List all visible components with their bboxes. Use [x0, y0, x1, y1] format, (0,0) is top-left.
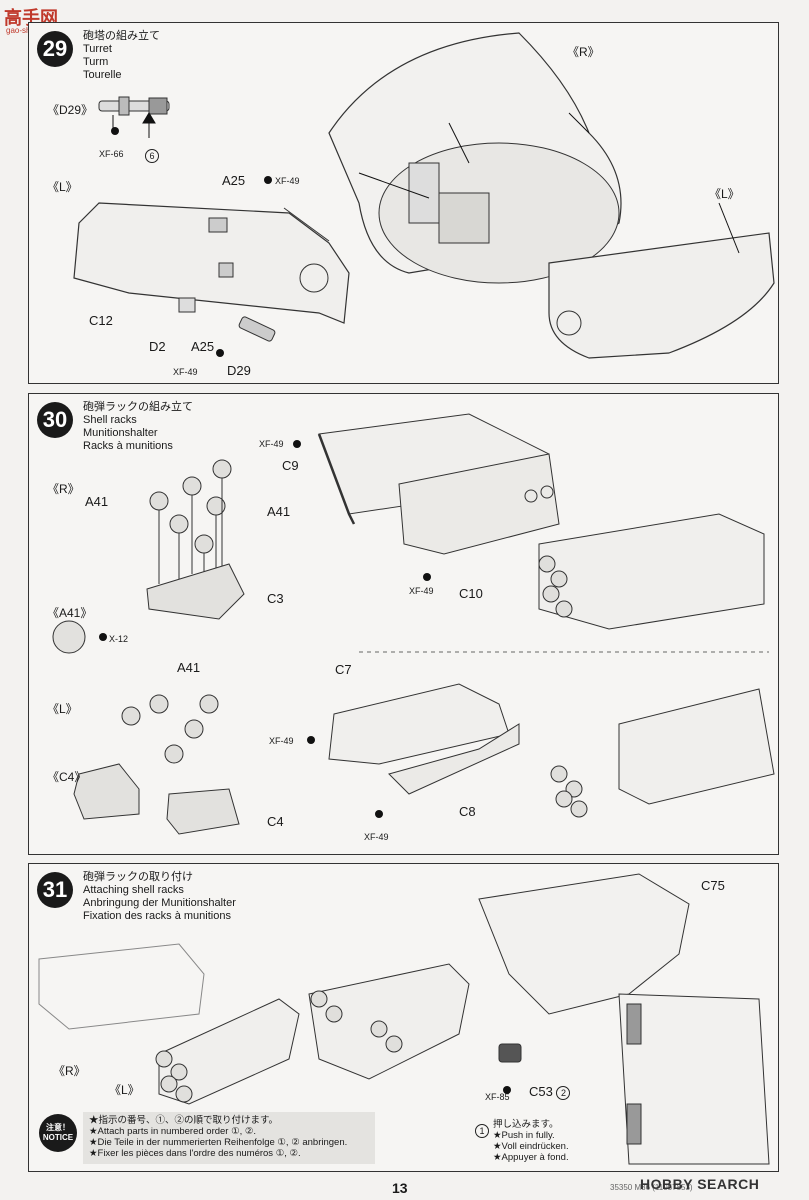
c4-part: [166, 788, 240, 835]
title-en: Turret: [83, 43, 112, 55]
rack-pair: [308, 963, 470, 1080]
watermark: HOBBY SEARCH: [640, 1176, 760, 1192]
title-fr: Fixation des racks à munitions: [83, 910, 231, 922]
d29-label: D29: [227, 363, 251, 378]
side-panel: [618, 993, 770, 1165]
c8-label: C8: [459, 804, 476, 819]
shell-rack-drawing: [52, 413, 775, 835]
step-titles: 砲弾ラックの組み立て Shell racks Munitionshalter R…: [83, 401, 193, 453]
c9-label: C9: [282, 458, 299, 473]
circled-six: 6: [145, 149, 159, 163]
a41-right-label: A41: [267, 504, 291, 519]
c4-tag: 《C4》: [47, 770, 87, 784]
title-de: Munitionshalter: [83, 427, 158, 439]
d29-part-placed: [238, 316, 276, 342]
xf49-top-label: XF-49: [275, 176, 300, 186]
a25-part-top: [208, 217, 228, 233]
notice-badge: 注意！ NOTICE: [39, 1114, 77, 1152]
xf49-c9-label: XF-49: [259, 439, 284, 449]
d2-label: D2: [149, 339, 166, 354]
xf85-label: XF-85: [485, 1092, 510, 1102]
a41-caps-upper: [149, 459, 232, 554]
c53-part: [498, 1043, 522, 1063]
step-29-panel: 29 砲塔の組み立て Turret Turm Tourelle: [28, 22, 779, 384]
paint-arrows-d29: [112, 112, 156, 138]
a25-bottom-label: A25: [191, 339, 215, 354]
c4-detail: [73, 763, 140, 820]
c4-label: C4: [267, 814, 284, 829]
c53-label: C53 2: [529, 1084, 571, 1100]
a25-top-label: A25: [222, 173, 246, 188]
step-titles: 砲弾ラックの取り付け Attaching shell racks Anbring…: [83, 871, 236, 923]
step-number-badge: 29: [37, 31, 73, 67]
title-en: Shell racks: [83, 414, 137, 426]
title-de: Turm: [83, 56, 109, 68]
r-tag: 《R》: [53, 1064, 86, 1078]
assembled-rack-lower: [618, 688, 775, 805]
c8-part: [388, 723, 520, 795]
push-instructions: 押し込みます。 ★Push in fully. ★Voll eindrücken…: [493, 1119, 569, 1163]
turret-side-left: [73, 202, 350, 324]
title-fr: Tourelle: [83, 69, 122, 81]
xf49-c8-label: XF-49: [364, 832, 389, 842]
title-de: Anbringung der Munitionshalter: [83, 897, 236, 909]
title-jp: 砲塔の組み立て: [83, 30, 160, 42]
page-number: 13: [392, 1180, 408, 1196]
l-tag: 《L》: [109, 1083, 140, 1097]
title-en: Attaching shell racks: [83, 884, 184, 896]
l-tag-right: 《L》: [709, 187, 740, 201]
d29-rod-part: [98, 96, 170, 116]
a41-detail-cap: [52, 620, 86, 654]
paint-dots-30: [99, 440, 431, 818]
a41-caps-lower: [121, 694, 219, 764]
r-tag: 《R》: [567, 45, 600, 59]
c12-label: C12: [89, 313, 113, 328]
xf49-c10-label: XF-49: [409, 586, 434, 596]
a41-left-label: A41: [85, 494, 109, 509]
rack-r-ghost: [38, 943, 205, 1030]
turret-side-right: [548, 232, 775, 359]
title-jp: 砲弾ラックの取り付け: [83, 871, 193, 883]
xf49-bottom-label: XF-49: [173, 367, 198, 377]
xf66-label: XF-66: [99, 149, 124, 159]
l-tag: 《L》: [47, 702, 78, 716]
step-30-panel: 30 砲弾ラックの組み立て Shell racks Munitionshalte…: [28, 393, 779, 855]
c10-label: C10: [459, 586, 483, 601]
l-tag-left: 《L》: [47, 180, 78, 194]
x12-label: X-12: [109, 634, 129, 644]
paint-dots-31: [503, 1086, 511, 1094]
assembly-arrows-29: [358, 112, 740, 254]
a41-lower-label: A41: [177, 660, 201, 675]
assembled-rack-upper: [538, 513, 765, 630]
rack-l: [158, 998, 300, 1105]
d29-tag: 《D29》: [47, 103, 94, 117]
step-one-marker: 1: [475, 1122, 489, 1138]
c3-part: [146, 563, 245, 620]
c10-part: [398, 453, 560, 555]
a41-tag: 《A41》: [47, 606, 93, 620]
title-fr: Racks à munitions: [83, 440, 173, 452]
attach-racks-drawing: [38, 873, 770, 1165]
step-number-badge: 31: [37, 872, 73, 908]
a25-part-bottom: [218, 262, 234, 278]
c7-label: C7: [335, 662, 352, 677]
c75-sponson: [478, 873, 690, 1015]
step-31-panel: 31 砲弾ラックの取り付け Attaching shell racks Anbr…: [28, 863, 779, 1172]
notice-box: ★指示の番号、①、②の順で取り付けます。 ★Attach parts in nu…: [83, 1112, 375, 1164]
title-jp: 砲弾ラックの組み立て: [83, 401, 193, 413]
xf49-c7-label: XF-49: [269, 736, 294, 746]
kit-code: 35350 M36 (11057853): [610, 1183, 693, 1192]
step-number-badge: 30: [37, 402, 73, 438]
d2-part: [178, 297, 196, 313]
r-tag: 《R》: [47, 482, 80, 496]
step-titles: 砲塔の組み立て Turret Turm Tourelle: [83, 30, 160, 82]
c3-label: C3: [267, 591, 284, 606]
c75-label: C75: [701, 878, 725, 893]
paint-dots-29: [111, 127, 272, 357]
turret-assembly-drawing: [73, 32, 775, 359]
